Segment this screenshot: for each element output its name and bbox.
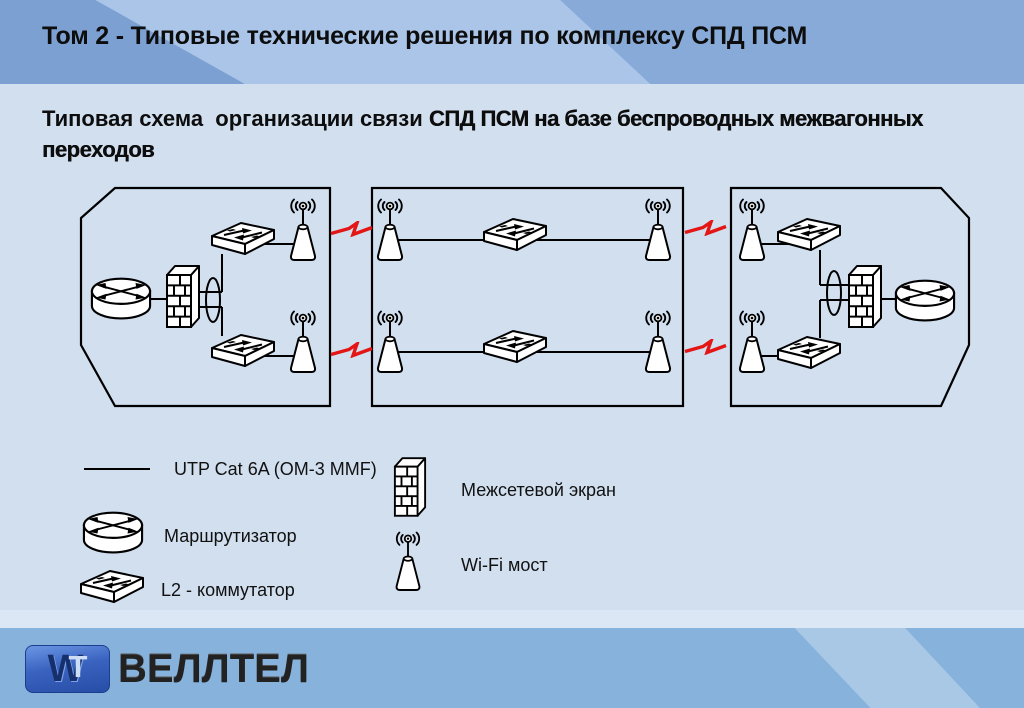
legend-label-switch: L2 - коммутатор	[161, 580, 295, 600]
company-logo: W T ВЕЛЛТЕЛ	[25, 645, 309, 693]
router-icon	[894, 279, 956, 322]
firewall-icon	[166, 265, 200, 328]
slide-header	[0, 0, 1024, 84]
l2-switch-icon	[80, 570, 144, 603]
logo-company-name: ВЕЛЛТЕЛ	[118, 647, 309, 691]
wifi-bridge-icon	[738, 310, 766, 373]
wagon-outline	[370, 186, 685, 408]
footer-light-strip	[0, 610, 1024, 628]
slide-footer: W T ВЕЛЛТЕЛ	[0, 628, 1024, 708]
wireless-link-bolt	[684, 339, 728, 355]
subtitle-regular: Типовая схема организации связи	[42, 106, 429, 131]
wifi-bridge-icon	[376, 310, 404, 373]
wireless-link-bolt	[330, 342, 374, 358]
subtitle-bold: СПД ПСМ на базе беспроводных межвагонных…	[42, 106, 929, 162]
cable-bundle-oval	[826, 270, 842, 316]
page-title: Том 2 - Типовые технические решения по к…	[42, 22, 808, 50]
router-icon	[82, 511, 144, 554]
firewall-icon	[393, 457, 427, 517]
l2-switch-icon	[483, 218, 547, 251]
wifi-bridge-icon	[376, 198, 404, 261]
wifi-bridge-icon	[738, 198, 766, 261]
legend-label-router: Маршрутизатор	[164, 526, 297, 546]
wifi-bridge-icon	[395, 531, 421, 591]
wagon-section-middle	[370, 186, 685, 408]
router-icon	[90, 277, 152, 320]
wifi-bridge-icon	[289, 198, 317, 261]
firewall-icon	[848, 265, 882, 328]
logo-letter-t: T	[68, 648, 88, 684]
l2-switch-icon	[777, 336, 841, 369]
wagon-section-left	[79, 186, 332, 408]
wifi-bridge-icon	[644, 198, 672, 261]
logo-wt-badge: W T	[25, 645, 110, 693]
l2-switch-icon	[777, 218, 841, 251]
legend-label-firewall: Межсетевой экран	[461, 480, 616, 500]
logo-letter-w: W	[47, 648, 84, 690]
wagon-outline	[79, 186, 332, 408]
wagon-section-right	[729, 186, 971, 408]
wifi-bridge-icon	[289, 310, 317, 373]
legend-label-wifi: Wi-Fi мост	[461, 555, 548, 575]
l2-switch-icon	[211, 222, 275, 255]
l2-switch-icon	[211, 334, 275, 367]
cable-bundle-oval	[205, 277, 221, 323]
l2-switch-icon	[483, 330, 547, 363]
wireless-link-bolt	[330, 221, 374, 237]
legend-icons	[80, 457, 427, 603]
wireless-link-bolt	[684, 220, 728, 236]
legend-label-utp: UTP Cat 6A (OM-3 MMF)	[174, 459, 377, 479]
diagram-subtitle: Типовая схема организации связи СПД ПСМ …	[42, 103, 977, 165]
wifi-bridge-icon	[644, 310, 672, 373]
wagon-outline	[729, 186, 971, 408]
